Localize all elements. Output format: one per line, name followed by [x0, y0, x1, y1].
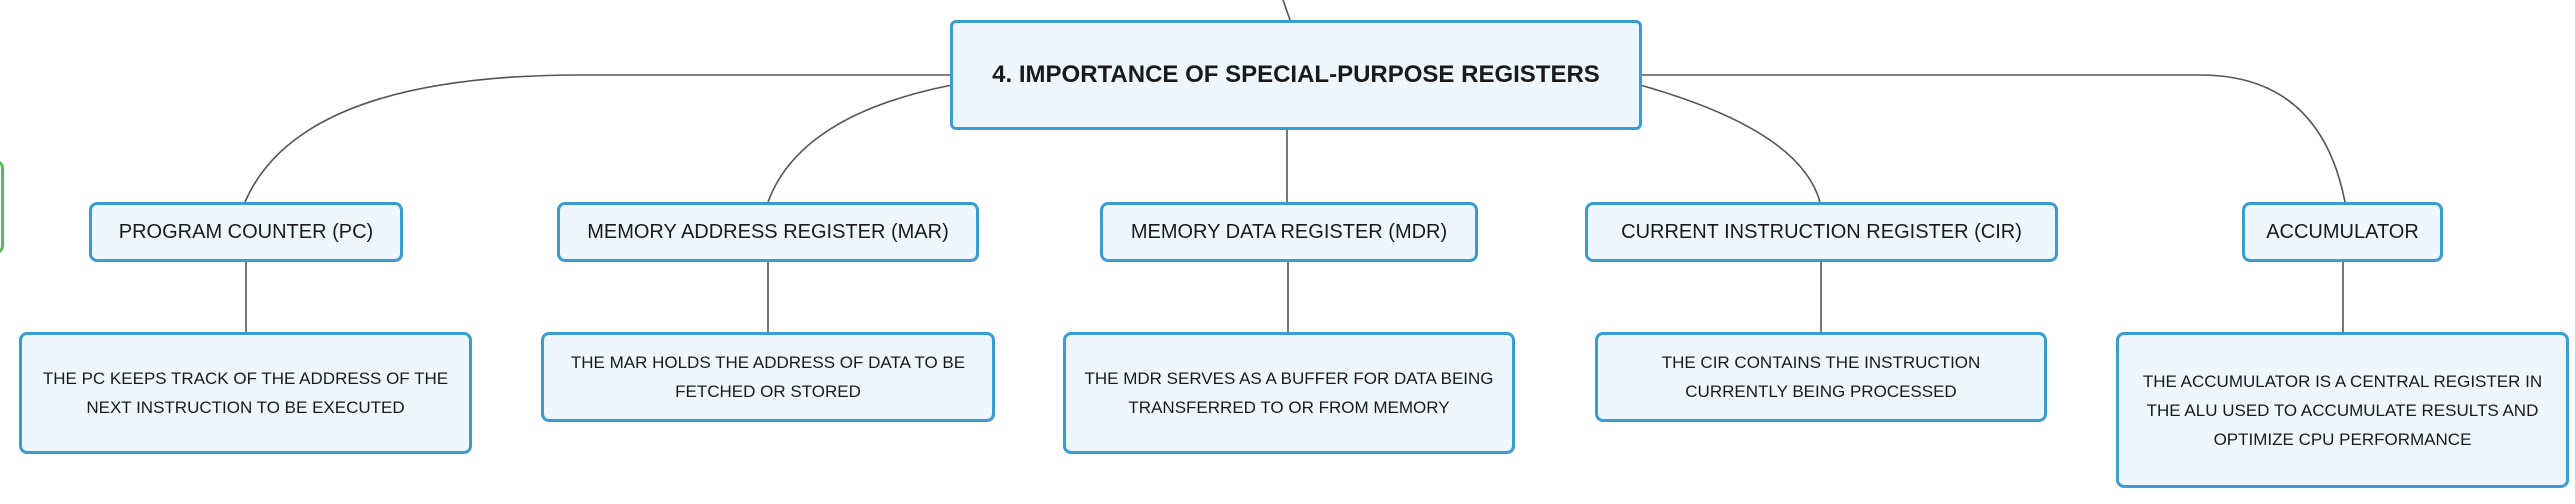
description-text: THE CIR CONTAINS THE INSTRUCTION CURRENT…: [1661, 353, 1981, 401]
root-topic-label: 4. IMPORTANCE OF SPECIAL-PURPOSE REGISTE…: [992, 61, 1600, 88]
description-node-cir[interactable]: THE CIR CONTAINS THE INSTRUCTION CURRENT…: [1595, 332, 2047, 422]
register-node-mar[interactable]: MEMORY ADDRESS REGISTER (MAR): [557, 202, 979, 262]
description-node-accumulator[interactable]: THE ACCUMULATOR IS A CENTRAL REGISTER IN…: [2116, 332, 2569, 488]
offscreen-node-edge: [0, 160, 4, 254]
connector-parent-stub: [1282, 0, 1291, 21]
description-text: THE MDR SERVES AS A BUFFER FOR DATA BEIN…: [1084, 369, 1494, 417]
description-node-mdr[interactable]: THE MDR SERVES AS A BUFFER FOR DATA BEIN…: [1063, 332, 1515, 454]
description-text: THE ACCUMULATOR IS A CENTRAL REGISTER IN…: [2142, 371, 2543, 449]
register-node-mdr[interactable]: MEMORY DATA REGISTER (MDR): [1100, 202, 1478, 262]
connector-root-mar: [767, 84, 953, 203]
connector-root-cir: [1639, 84, 1821, 203]
register-label: ACCUMULATOR: [2266, 220, 2419, 243]
description-node-mar[interactable]: THE MAR HOLDS THE ADDRESS OF DATA TO BE …: [541, 332, 995, 422]
description-text: THE MAR HOLDS THE ADDRESS OF DATA TO BE …: [570, 353, 966, 401]
register-label: PROGRAM COUNTER (PC): [118, 220, 374, 243]
register-node-accumulator[interactable]: ACCUMULATOR: [2242, 202, 2443, 262]
register-label: MEMORY DATA REGISTER (MDR): [1130, 220, 1448, 243]
connector-root-acc: [1642, 74, 2346, 203]
connector-root-pc: [244, 74, 950, 203]
register-node-cir[interactable]: CURRENT INSTRUCTION REGISTER (CIR): [1585, 202, 2058, 262]
register-label: MEMORY ADDRESS REGISTER (MAR): [587, 220, 949, 243]
register-label: CURRENT INSTRUCTION REGISTER (CIR): [1621, 220, 2022, 243]
root-topic[interactable]: 4. IMPORTANCE OF SPECIAL-PURPOSE REGISTE…: [950, 20, 1642, 130]
register-node-pc[interactable]: PROGRAM COUNTER (PC): [89, 202, 403, 262]
description-node-pc[interactable]: THE PC KEEPS TRACK OF THE ADDRESS OF THE…: [19, 332, 472, 454]
description-text: THE PC KEEPS TRACK OF THE ADDRESS OF THE…: [42, 369, 449, 417]
